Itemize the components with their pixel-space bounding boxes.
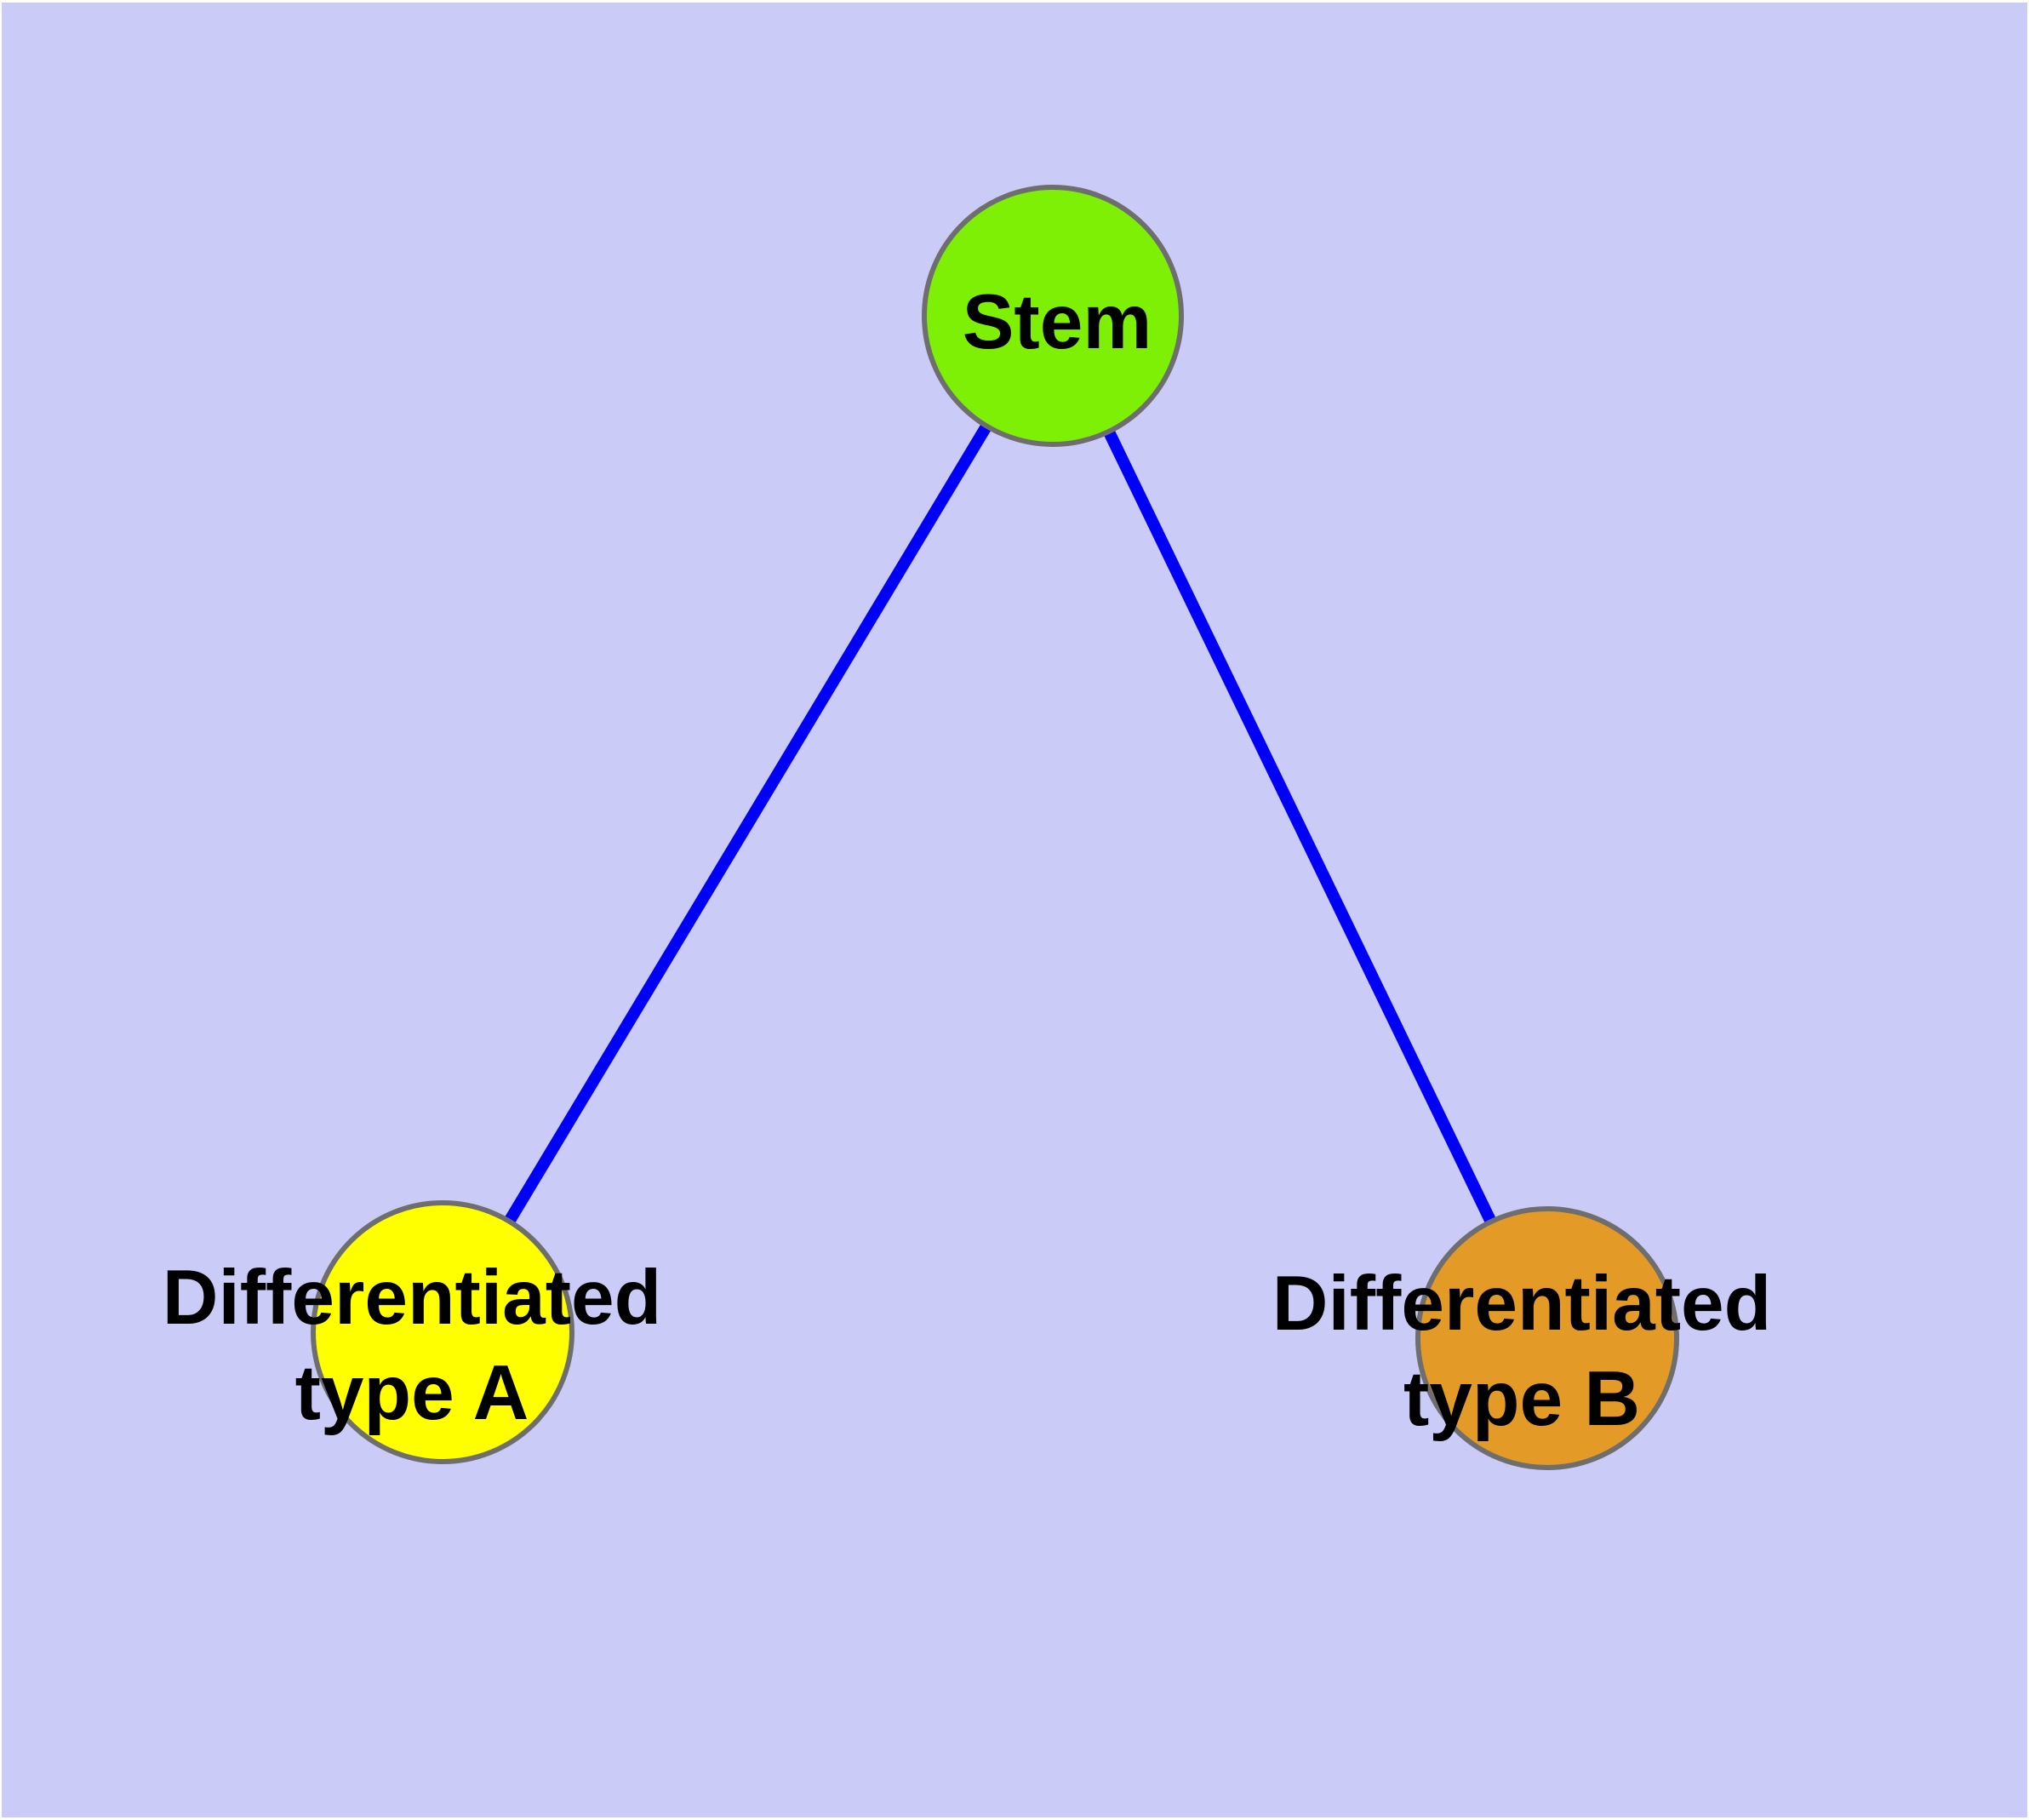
type-b-label-line2: type B [1403, 1356, 1641, 1442]
type-b-node-circle [1415, 1206, 1679, 1470]
type-a-label-line2: type A [294, 1350, 529, 1436]
stem-node-label: Stem [962, 279, 1152, 365]
edge-stem-to-type-a [437, 312, 1059, 1336]
type-a-node-label: Differentiated type A [163, 1251, 662, 1441]
type-a-label-line1: Differentiated [162, 1255, 662, 1341]
type-b-node-label: Differentiated type B [1272, 1256, 1772, 1447]
type-b-label-line1: Differentiated [1272, 1261, 1772, 1347]
stem-node-circle [922, 185, 1184, 447]
type-a-node-circle [311, 1200, 574, 1464]
edge-stem-to-type-b [1047, 312, 1553, 1342]
